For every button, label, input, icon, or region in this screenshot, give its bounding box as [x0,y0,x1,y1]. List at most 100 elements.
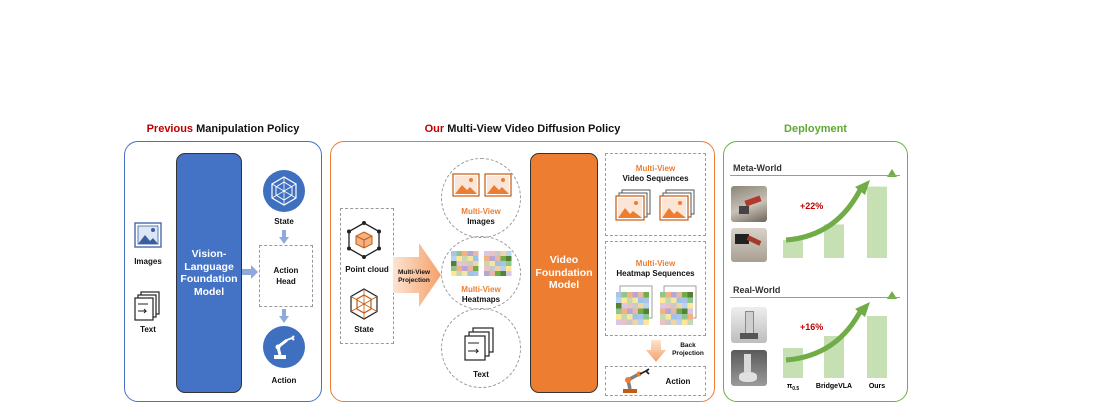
heatmap-cell [456,251,462,256]
heatmap-cell [671,319,677,325]
video-sequences-box [605,153,706,236]
heatmap-cell [621,297,627,303]
ours-title-prefix: Our [424,123,445,135]
arrow-down-icon [646,340,666,362]
heatmap-cell [665,303,671,309]
heatmap-cell [484,271,490,276]
heatmap-cell [484,261,490,266]
back-projection-label: Back Projection [672,342,704,357]
heatmap-cell [616,319,622,325]
heatmap-cell [627,303,633,309]
arrow-down-icon [279,309,289,323]
projection-label: Multi-View Projection [397,269,431,284]
heatmap-cell [462,251,468,256]
bar-2 [867,186,887,258]
heatmap-cell [473,251,479,256]
heatmap-cell [489,261,495,266]
heatmap-cell [687,314,693,320]
text-doc-icon [134,291,162,321]
heatmap-cell [621,314,627,320]
text-doc-icon [464,327,496,361]
heatmap-cell [676,308,682,314]
real-world-label: Real-World [733,285,781,295]
improvement-label: +16% [800,322,823,332]
heatmap-cell [500,261,506,266]
heatmap-cell [638,308,644,314]
meta-world-chart: +22%DreamZeroTrack2ActOurs [775,180,902,270]
heatmap-cell [643,292,649,298]
category-label-1: BridgeVLA [816,383,852,390]
heatmap-cell [616,314,622,320]
heatmap-cell [687,297,693,303]
image-pair-icon [452,173,512,197]
heatmap-cell [671,308,677,314]
projection-arrow-icon [393,243,441,307]
heatmap-cell [665,297,671,303]
heatmap-cell [500,256,506,261]
previous-title-rest: Manipulation Policy [196,123,300,135]
action-head-label: Action Head [273,266,299,286]
trend-arrow-line [785,306,865,363]
section-divider [730,175,900,176]
heatmap-cell [467,266,473,271]
heatmap-cell [638,292,644,298]
heatmap-cell [462,271,468,276]
heatmap-cell [660,292,666,298]
heatmap-cell [643,314,649,320]
ours-policy-title: Our Multi-View Video Diffusion Policy [330,123,715,135]
robot-arm-icon [263,326,305,368]
state-label: State [354,325,374,334]
ours-title-rest: Multi-View Video Diffusion Policy [447,123,621,135]
heatmap-cell [643,308,649,314]
heatmap-cell [682,308,688,314]
trend-arrow-line [785,184,865,243]
heatmap-cell [627,314,633,320]
heatmap-cell [506,256,512,261]
heatmap-cell [632,308,638,314]
heatmap-cell [506,261,512,266]
heatmap-cell [473,271,479,276]
heatmap-sequences-box [605,241,706,336]
heatmap-cell [495,266,501,271]
heatmap-cell [682,297,688,303]
heatmap-cell [467,251,473,256]
heatmap-cell [616,303,622,309]
heatmap-cell [495,256,501,261]
heatmap-cell [676,319,682,325]
heatmap-cell [682,303,688,309]
mv-images-label: Images [467,217,495,226]
heatmap-cell [462,266,468,271]
trend-arrow-head [855,180,870,195]
heatmap-cell [484,251,490,256]
heatmap-cell [671,292,677,298]
heatmap-cell [632,297,638,303]
heatmap-cell [489,256,495,261]
heatmap-cell [660,303,666,309]
heatmap-seq-label: Heatmap Sequences [616,269,695,278]
heatmap-cell [500,271,506,276]
heatmap-cell [495,251,501,256]
heatmap-cell [500,266,506,271]
heatmap-cell [632,303,638,309]
heatmap-cell [638,303,644,309]
heatmap-cell [665,292,671,298]
video-stack-icon [614,188,700,226]
heatmap-cell [638,319,644,325]
heatmap-cell [451,266,457,271]
video-seq-label: Video Sequences [622,174,689,183]
heatmap-cell [451,256,457,261]
heatmap-cell [500,251,506,256]
heatmap-cell [616,308,622,314]
heatmap-cell [687,319,693,325]
heatmap-cell [687,292,693,298]
previous-policy-title: Previous Manipulation Policy [124,123,322,135]
images-label: Images [134,257,162,266]
heatmap-cell [621,292,627,298]
bar-1 [824,224,844,258]
heatmap-cell [473,266,479,271]
heatmap-cell [687,308,693,314]
heatmap-cell [456,266,462,271]
triangle-up-icon [887,164,897,177]
heatmap-cell [682,292,688,298]
